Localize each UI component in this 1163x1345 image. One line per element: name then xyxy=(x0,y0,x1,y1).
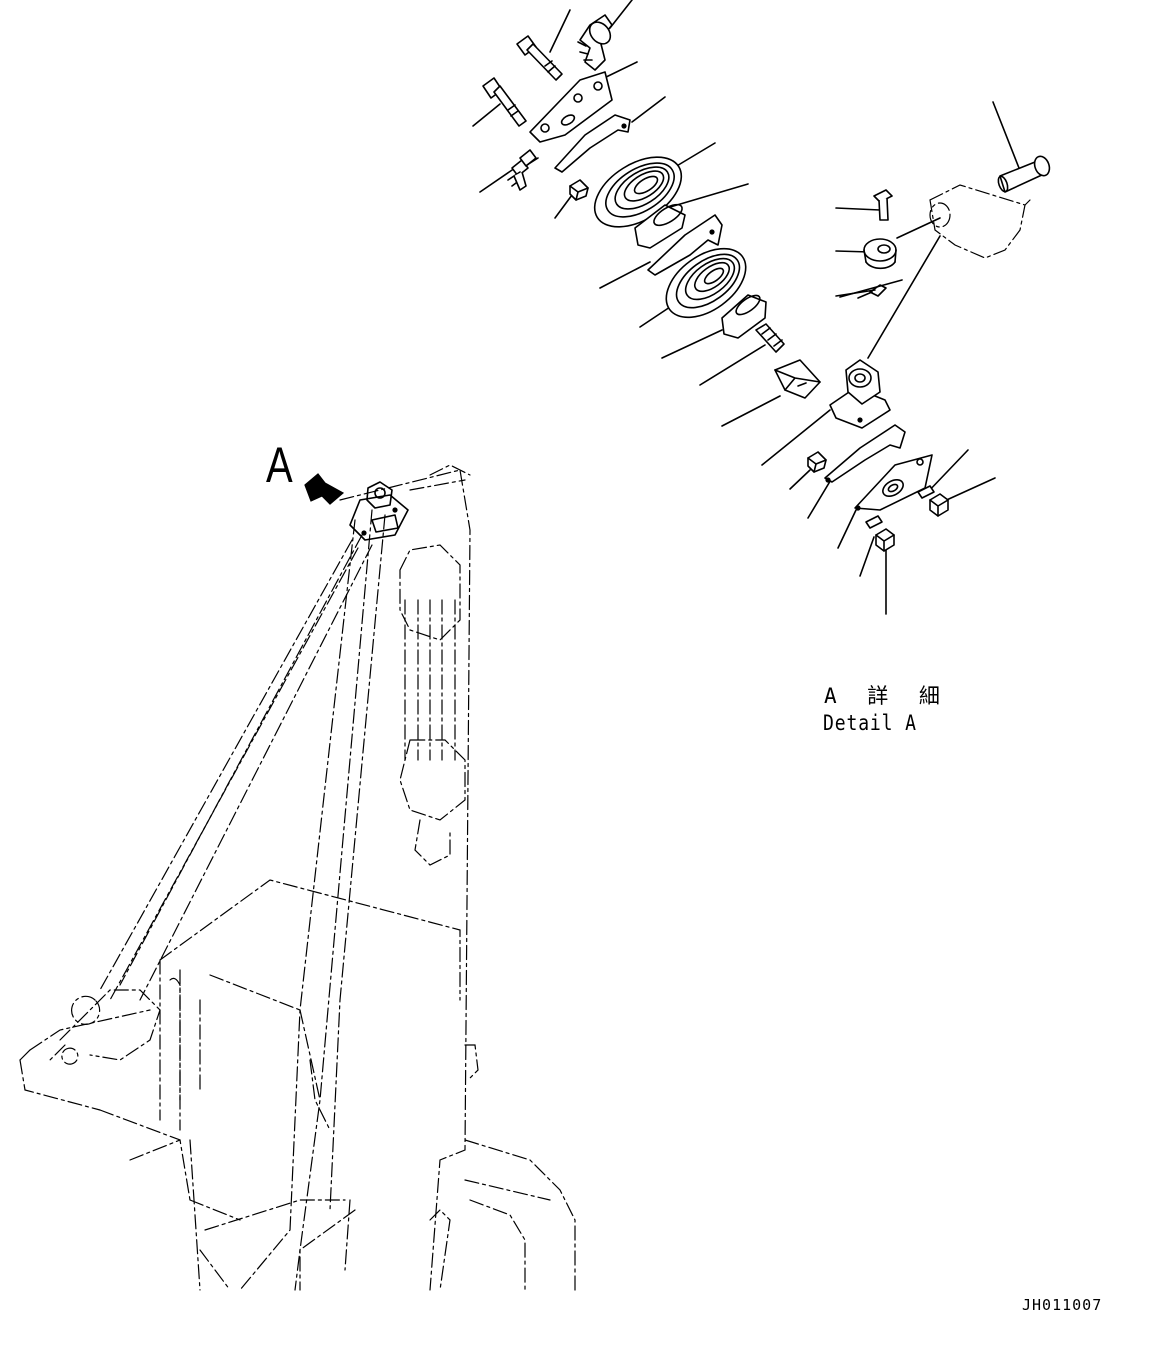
rope-guide-middle xyxy=(647,214,723,276)
rope-guide-lower xyxy=(824,424,906,483)
bolt-upper xyxy=(516,35,563,81)
hose-clip xyxy=(577,14,613,71)
lock-washer-lower xyxy=(865,515,883,529)
truck-phantom-outline xyxy=(19,464,576,1291)
bolt-small xyxy=(873,189,893,221)
tilt-rod-upper xyxy=(119,534,363,986)
leader-lines xyxy=(472,0,1020,615)
rope-guide-upper xyxy=(554,114,631,173)
exploded-view xyxy=(472,0,1051,615)
detail-label-jp: A 詳 細 xyxy=(824,684,949,708)
nut-lower xyxy=(875,528,895,552)
mast-top-phantom xyxy=(929,184,1031,259)
tilt-rod-lower xyxy=(139,544,373,1001)
callout-label: A xyxy=(266,437,293,493)
mounting-pin xyxy=(997,155,1051,193)
bolt-lower xyxy=(482,77,527,127)
mast-inner-post xyxy=(294,509,373,1291)
upper-plate xyxy=(529,71,613,143)
mast-top-bracket xyxy=(349,481,409,541)
bearing-lower xyxy=(721,294,767,339)
counterweight-box xyxy=(159,879,461,1001)
sheave-lower xyxy=(665,247,747,319)
thick-washer xyxy=(863,238,897,270)
grease-fitting-upper xyxy=(507,149,539,191)
nut-right xyxy=(929,493,949,517)
lock-washer-right xyxy=(917,485,935,499)
grease-fitting-lower xyxy=(755,323,785,353)
bearing-upper xyxy=(634,203,686,249)
collar-lower xyxy=(807,451,827,473)
lower-plate xyxy=(854,454,933,511)
collar-upper xyxy=(569,179,589,201)
detail-label-en: Detail A xyxy=(823,711,917,735)
callout-arrow-icon xyxy=(304,473,345,505)
swivel-block xyxy=(829,359,891,429)
drawing-number: JH011007 xyxy=(1022,1296,1103,1314)
mast-outer-post xyxy=(339,469,471,1291)
shaft-pin xyxy=(774,359,821,399)
cotter-pin xyxy=(857,284,887,299)
